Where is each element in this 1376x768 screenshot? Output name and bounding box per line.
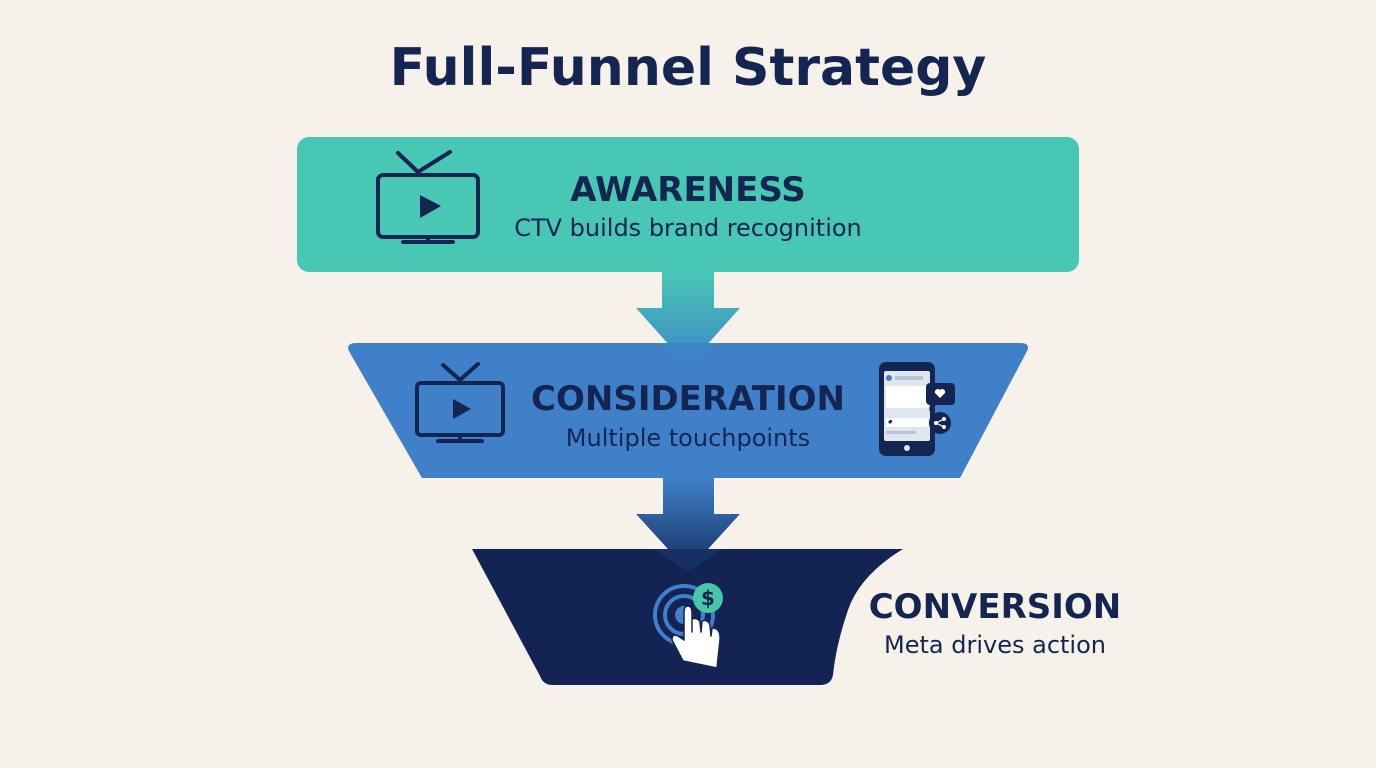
svg-text:$: $ — [701, 586, 715, 610]
consideration-band — [348, 343, 1029, 478]
awareness-title: AWARENESS — [570, 170, 806, 210]
conversion-subtitle: Meta drives action — [884, 631, 1106, 659]
tv-icon — [376, 150, 480, 244]
tv-icon — [415, 362, 505, 443]
arrow-down-icon — [636, 478, 740, 571]
stage-conversion: $ — [472, 549, 903, 685]
conversion-title: CONVERSION — [869, 587, 1122, 627]
smartphone-social-icon — [879, 362, 955, 456]
stage-consideration: CONSIDERATION Multiple touchpoints — [348, 343, 1029, 478]
consideration-subtitle: Multiple touchpoints — [566, 424, 810, 452]
arrow-tip — [652, 549, 724, 571]
stage-awareness: AWARENESS CTV builds brand recognition — [297, 137, 1079, 272]
tap-dollar-icon: $ — [653, 583, 723, 669]
arrow-tip — [660, 343, 716, 366]
awareness-subtitle: CTV builds brand recognition — [514, 214, 862, 242]
arrow-down-icon — [636, 272, 740, 366]
consideration-title: CONSIDERATION — [531, 379, 845, 419]
awareness-band — [297, 137, 1079, 272]
diagram-title: Full-Funnel Strategy — [389, 38, 987, 98]
